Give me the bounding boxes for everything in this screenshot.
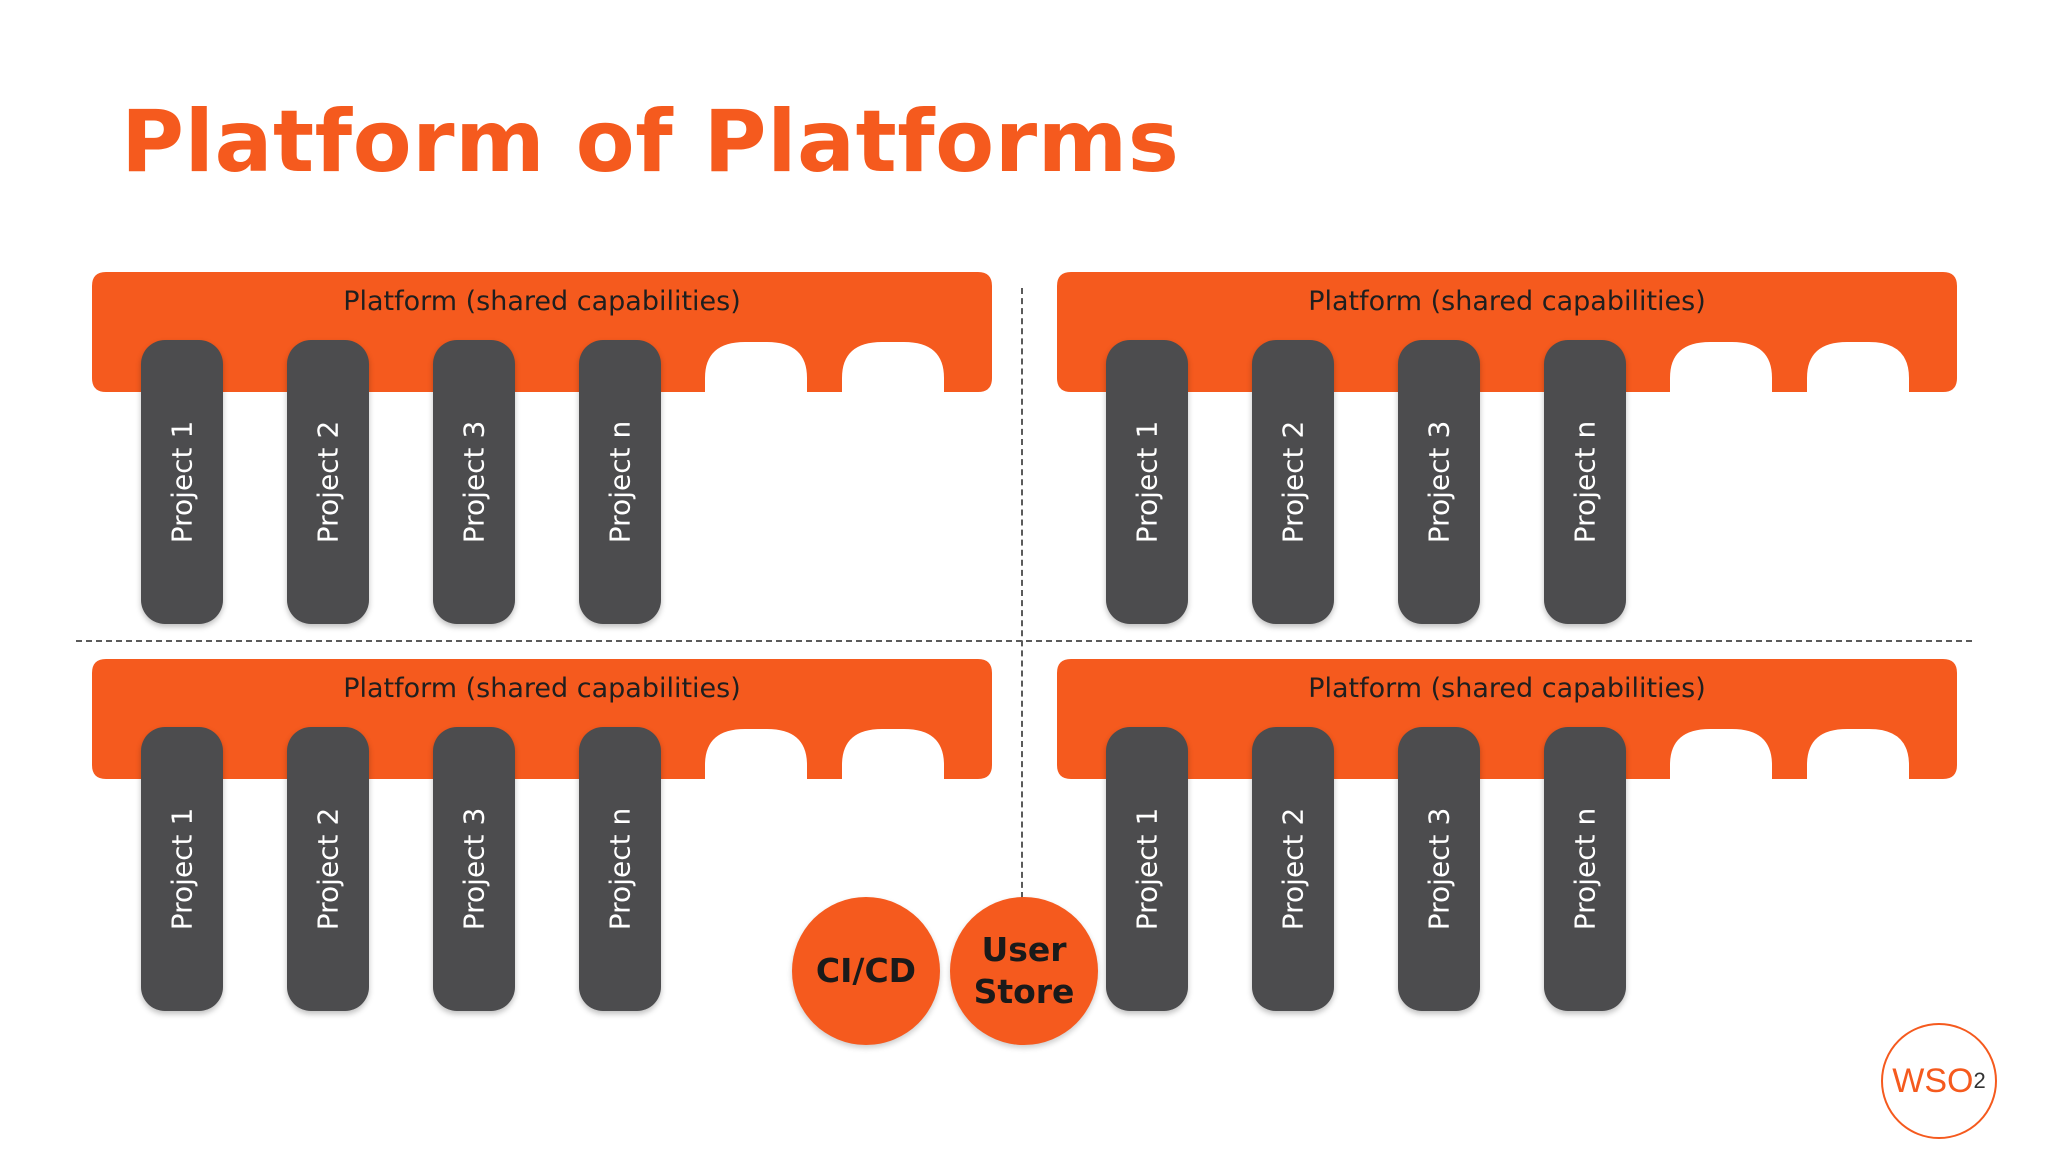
- page-title: Platform of Platforms: [121, 92, 1180, 192]
- project-label: Project 2: [311, 420, 345, 544]
- project-label: Project 2: [1276, 420, 1310, 544]
- project-label: Project 3: [1422, 807, 1456, 931]
- platform-quadrant-bottom-left: Platform (shared capabilities) Project 1…: [92, 659, 992, 1029]
- project-label: Project 1: [1130, 420, 1164, 544]
- user-store-circle: User Store: [950, 897, 1098, 1045]
- project-label: Project 3: [1422, 420, 1456, 544]
- project-card: Project 1: [1106, 340, 1188, 624]
- horizontal-divider: [76, 640, 1972, 642]
- logo-text: WSO: [1892, 1061, 1974, 1100]
- ci-cd-circle: CI/CD: [792, 897, 940, 1045]
- platform-quadrant-top-left: Platform (shared capabilities) Project 1…: [92, 272, 992, 642]
- ci-cd-label: CI/CD: [815, 951, 917, 990]
- platform-quadrant-top-right: Platform (shared capabilities) Project 1…: [1057, 272, 1957, 642]
- project-card: Project 2: [1252, 340, 1334, 624]
- project-label: Project 3: [457, 807, 491, 931]
- project-card: Project 1: [141, 727, 223, 1011]
- logo-subscript: 2: [1973, 1068, 1986, 1093]
- project-card: Project 3: [1398, 727, 1480, 1011]
- project-card: Project 3: [433, 340, 515, 624]
- platform-quadrant-bottom-right: Platform (shared capabilities) Project 1…: [1057, 659, 1957, 1029]
- project-label: Project n: [1568, 807, 1602, 931]
- project-label: Project n: [603, 420, 637, 544]
- vertical-divider: [1021, 288, 1023, 898]
- platform-label: Platform (shared capabilities): [1308, 286, 1706, 317]
- project-label: Project 1: [1130, 807, 1164, 931]
- project-label: Project 2: [1276, 807, 1310, 931]
- project-card: Project n: [1544, 340, 1626, 624]
- project-label: Project 1: [165, 420, 199, 544]
- platform-label: Platform (shared capabilities): [343, 286, 741, 317]
- project-card: Project n: [579, 727, 661, 1011]
- project-label: Project n: [603, 807, 637, 931]
- project-card: Project 2: [287, 340, 369, 624]
- platform-label: Platform (shared capabilities): [1308, 673, 1706, 704]
- project-label: Project n: [1568, 420, 1602, 544]
- user-store-label-line: Store: [973, 972, 1075, 1011]
- user-store-label-line: User: [981, 930, 1067, 969]
- project-label: Project 3: [457, 420, 491, 544]
- project-card: Project 2: [287, 727, 369, 1011]
- platform-label: Platform (shared capabilities): [343, 673, 741, 704]
- project-card: Project 2: [1252, 727, 1334, 1011]
- project-label: Project 2: [311, 807, 345, 931]
- project-label: Project 1: [165, 807, 199, 931]
- project-card: Project 3: [433, 727, 515, 1011]
- project-card: Project n: [1544, 727, 1626, 1011]
- project-card: Project 1: [141, 340, 223, 624]
- project-card: Project n: [579, 340, 661, 624]
- user-store-label: User Store: [974, 929, 1075, 1013]
- project-card: Project 1: [1106, 727, 1188, 1011]
- project-card: Project 3: [1398, 340, 1480, 624]
